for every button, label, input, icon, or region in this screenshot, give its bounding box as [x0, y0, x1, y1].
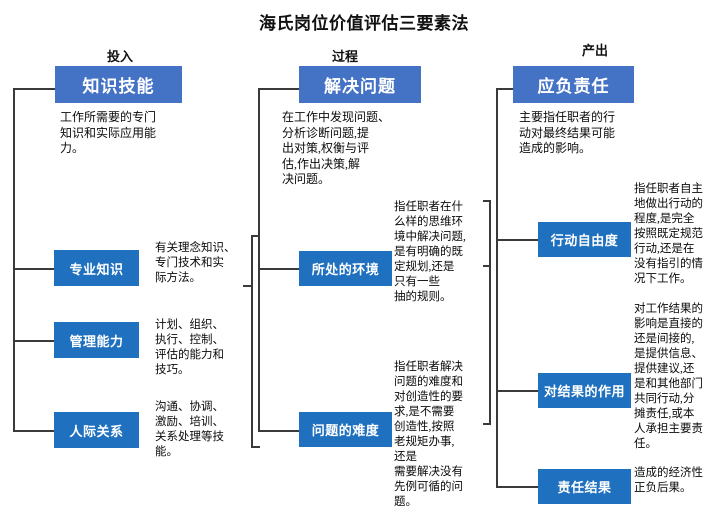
main-desc-3: 主要指任职者的行 动对最终结果可能 造成的影响。	[519, 110, 616, 155]
connector-c1-to-main	[13, 88, 55, 90]
sub-box-2-1[interactable]: 所处的环境	[299, 251, 392, 286]
connector-c1-right-top	[251, 235, 260, 237]
connector-c1-right-bottom	[251, 446, 260, 448]
connector-c1-right-mid	[243, 285, 253, 287]
sub-desc-1-2: 计划、组织、 执行、控制、 评估的能力和 技巧。	[155, 319, 224, 376]
connector-c1-to-item-1	[13, 268, 54, 270]
main-desc-1: 工作所需要的专门 知识和实际应用能 力。	[60, 110, 157, 155]
connector-c2-to-item-2	[258, 430, 299, 432]
sub-box-1-1[interactable]: 专业知识	[54, 250, 139, 286]
connector-c2-right-bottom	[483, 423, 491, 425]
sub-box-1-3[interactable]: 人际关系	[54, 412, 139, 448]
page-title: 海氏岗位价值评估三要素法	[259, 14, 469, 33]
main-box-3[interactable]: 应负责任	[513, 66, 634, 103]
connector-c3-to-item-2	[496, 390, 538, 392]
main-box-2[interactable]: 解决问题	[299, 66, 421, 103]
sub-box-2-2[interactable]: 问题的难度	[299, 412, 392, 447]
sub-box-3-1[interactable]: 行动自由度	[538, 222, 631, 257]
sub-desc-2-2: 指任职者解决 问题的难度和 对创造性的要 求,是不需要 创造性,按照 老规矩办事…	[394, 361, 463, 508]
main-box-1[interactable]: 知识技能	[55, 66, 182, 103]
connector-c2-right-spine	[489, 200, 491, 425]
connector-c2-spine	[258, 88, 260, 432]
sub-box-3-3[interactable]: 责任结果	[538, 469, 631, 504]
connector-c3-to-item-3	[496, 486, 538, 488]
connector-c3-to-item-1	[496, 239, 538, 241]
main-desc-2: 在工作中发现问题、 分析诊断问题,提 出对策,权衡与评 估,作出决策,解 决问题…	[282, 110, 391, 186]
connector-c1-spine	[13, 88, 15, 432]
sub-box-3-2[interactable]: 对结果的作用	[538, 373, 631, 408]
connector-c2-to-item-1	[258, 268, 299, 270]
column-label-2: 过程	[331, 49, 358, 64]
sub-desc-3-3: 造成的经济性 正负后果。	[634, 467, 703, 494]
sub-desc-1-3: 沟通、协调、 激励、培训、 关系处理等技 能。	[155, 401, 224, 458]
connector-c1-to-item-3	[13, 430, 54, 432]
connector-c1-right-spine	[251, 235, 253, 448]
sub-box-1-2[interactable]: 管理能力	[54, 322, 139, 358]
column-label-1: 投入	[106, 49, 133, 64]
sub-desc-2-1: 指任职者在什 么样的思维环 境中解决问题, 是有明确的既 定规划,还是 只有一些…	[394, 201, 466, 303]
connector-c2-right-top	[483, 200, 491, 202]
sub-desc-1-1: 有关理念知识、 专门技术和实 际方法。	[155, 242, 236, 284]
connector-c2-to-main	[258, 88, 299, 90]
column-label-3: 产出	[581, 43, 608, 58]
sub-desc-3-1: 指任职者自主 地做出行动的 程度,是完全 按照既定规范 行动,还是在 没有指引的…	[634, 183, 703, 285]
connector-c1-to-item-2	[13, 340, 54, 342]
connector-c2-right-mid	[483, 265, 491, 267]
sub-desc-3-2: 对工作结果的 影响是直接的 还是间接的, 是提供信息、 提供建议,还 是和其他部…	[634, 303, 703, 450]
connector-c3-spine	[496, 88, 498, 488]
